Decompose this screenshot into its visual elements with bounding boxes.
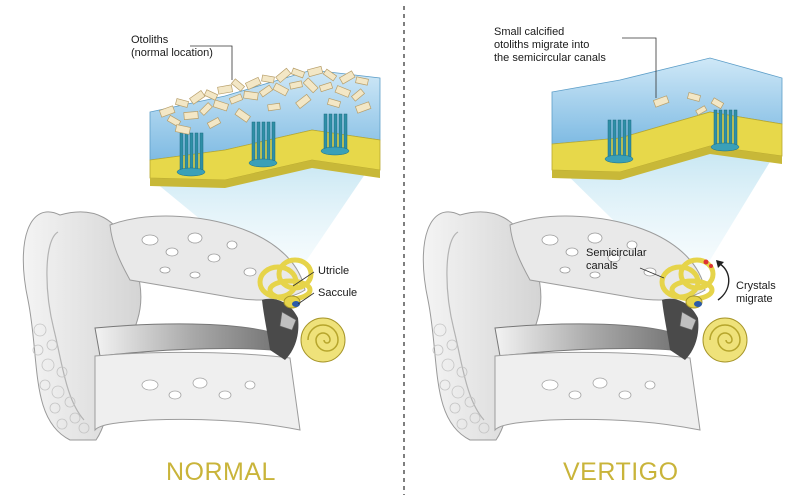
semicircular-label: Semicircular canals: [586, 247, 647, 272]
middle-ear: [262, 298, 299, 360]
inner-ear: [659, 257, 748, 363]
leader-lines: [622, 37, 665, 279]
crystals-label: Crystals migrate: [736, 280, 776, 305]
ear-canal: [94, 323, 292, 357]
vertigo-block: [551, 57, 783, 180]
saccule-label: Saccule: [318, 287, 358, 299]
lower-tissue: [94, 351, 301, 432]
saccule-marker: [292, 301, 300, 307]
migration-label: Small calcified otoliths migrate into th…: [494, 26, 606, 64]
inner-ear: [257, 257, 346, 363]
arrow-head: [716, 260, 724, 268]
otolith-block: [149, 65, 381, 188]
hair-cells: [604, 109, 740, 164]
ear-canal: [494, 323, 692, 357]
crystal-in-canal: [703, 259, 709, 265]
otoliths-label: Otoliths (normal location): [131, 34, 213, 59]
temporal-bone: [509, 215, 706, 301]
utricle-label: Utricle: [318, 265, 350, 277]
normal-panel: [22, 45, 381, 441]
hair-cells: [176, 113, 350, 177]
migrated-otoliths: [652, 92, 725, 116]
otolith-crystals: [158, 65, 372, 135]
vertigo-panel: [422, 37, 783, 441]
migration-arrow: [717, 263, 730, 301]
middle-ear: [662, 298, 699, 360]
leader-lines: [190, 45, 315, 305]
vertigo-title: VERTIGO: [563, 458, 679, 486]
normal-title: NORMAL: [166, 458, 276, 486]
lower-tissue: [494, 351, 701, 432]
